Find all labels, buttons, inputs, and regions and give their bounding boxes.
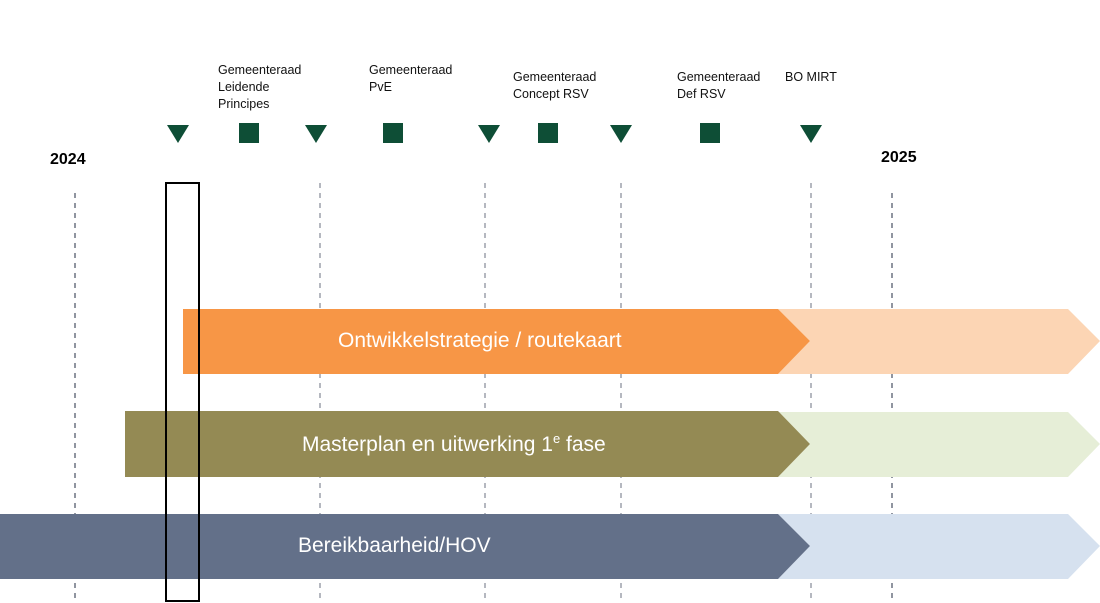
triangle-marker-icon xyxy=(800,125,822,143)
bar-ontwikkelstrategie xyxy=(183,309,810,374)
bar-label-masterplan: Masterplan en uitwerking 1e fase xyxy=(302,431,606,457)
milestone-line: Principes xyxy=(218,97,270,111)
bar-label-text: Masterplan en uitwerking 1 xyxy=(302,433,553,456)
milestone-label-concept-rsv: Gemeenteraad Concept RSV xyxy=(513,69,596,103)
bar-masterplan xyxy=(125,411,810,477)
milestone-label-def-rsv: Gemeenteraad Def RSV xyxy=(677,69,760,103)
square-marker-icon xyxy=(383,123,403,143)
bar-ontwikkelstrategie-future xyxy=(778,309,1100,374)
milestone-line: Gemeenteraad xyxy=(218,63,302,77)
milestone-line: Gemeenteraad xyxy=(513,70,597,84)
bar-label-ontwikkelstrategie: Ontwikkelstrategie / routekaart xyxy=(338,329,622,352)
milestone-label-pve: Gemeenteraad PvE xyxy=(369,62,452,96)
milestone-line: Def RSV xyxy=(677,87,726,101)
current-period-box xyxy=(165,182,200,602)
milestone-line: Leidende xyxy=(218,80,270,94)
milestone-line: BO MIRT xyxy=(785,70,837,84)
bar-label-superscript: e xyxy=(552,431,561,446)
milestone-line: PvE xyxy=(369,80,392,94)
bar-label-bereikbaarheid: Bereikbaarheid/HOV xyxy=(298,534,491,557)
milestone-line: Concept RSV xyxy=(513,87,589,101)
bar-label-text: fase xyxy=(560,433,606,456)
triangle-marker-icon xyxy=(478,125,500,143)
year-start-label: 2024 xyxy=(50,151,86,168)
year-end-label: 2025 xyxy=(881,149,917,166)
square-marker-icon xyxy=(538,123,558,143)
triangle-marker-icon xyxy=(167,125,189,143)
square-marker-icon xyxy=(700,123,720,143)
triangle-marker-icon xyxy=(305,125,327,143)
bar-bereikbaarheid-future xyxy=(778,514,1100,579)
bar-bereikbaarheid xyxy=(0,514,810,579)
milestone-line: Gemeenteraad xyxy=(369,63,453,77)
square-marker-icon xyxy=(239,123,259,143)
bar-masterplan-future xyxy=(778,412,1100,477)
markers xyxy=(167,123,822,143)
milestone-label-bo-mirt: BO MIRT xyxy=(785,69,837,86)
triangle-marker-icon xyxy=(610,125,632,143)
milestone-line: Gemeenteraad xyxy=(677,70,761,84)
milestone-label-leidende-principes: Gemeenteraad Leidende Principes xyxy=(218,62,301,113)
